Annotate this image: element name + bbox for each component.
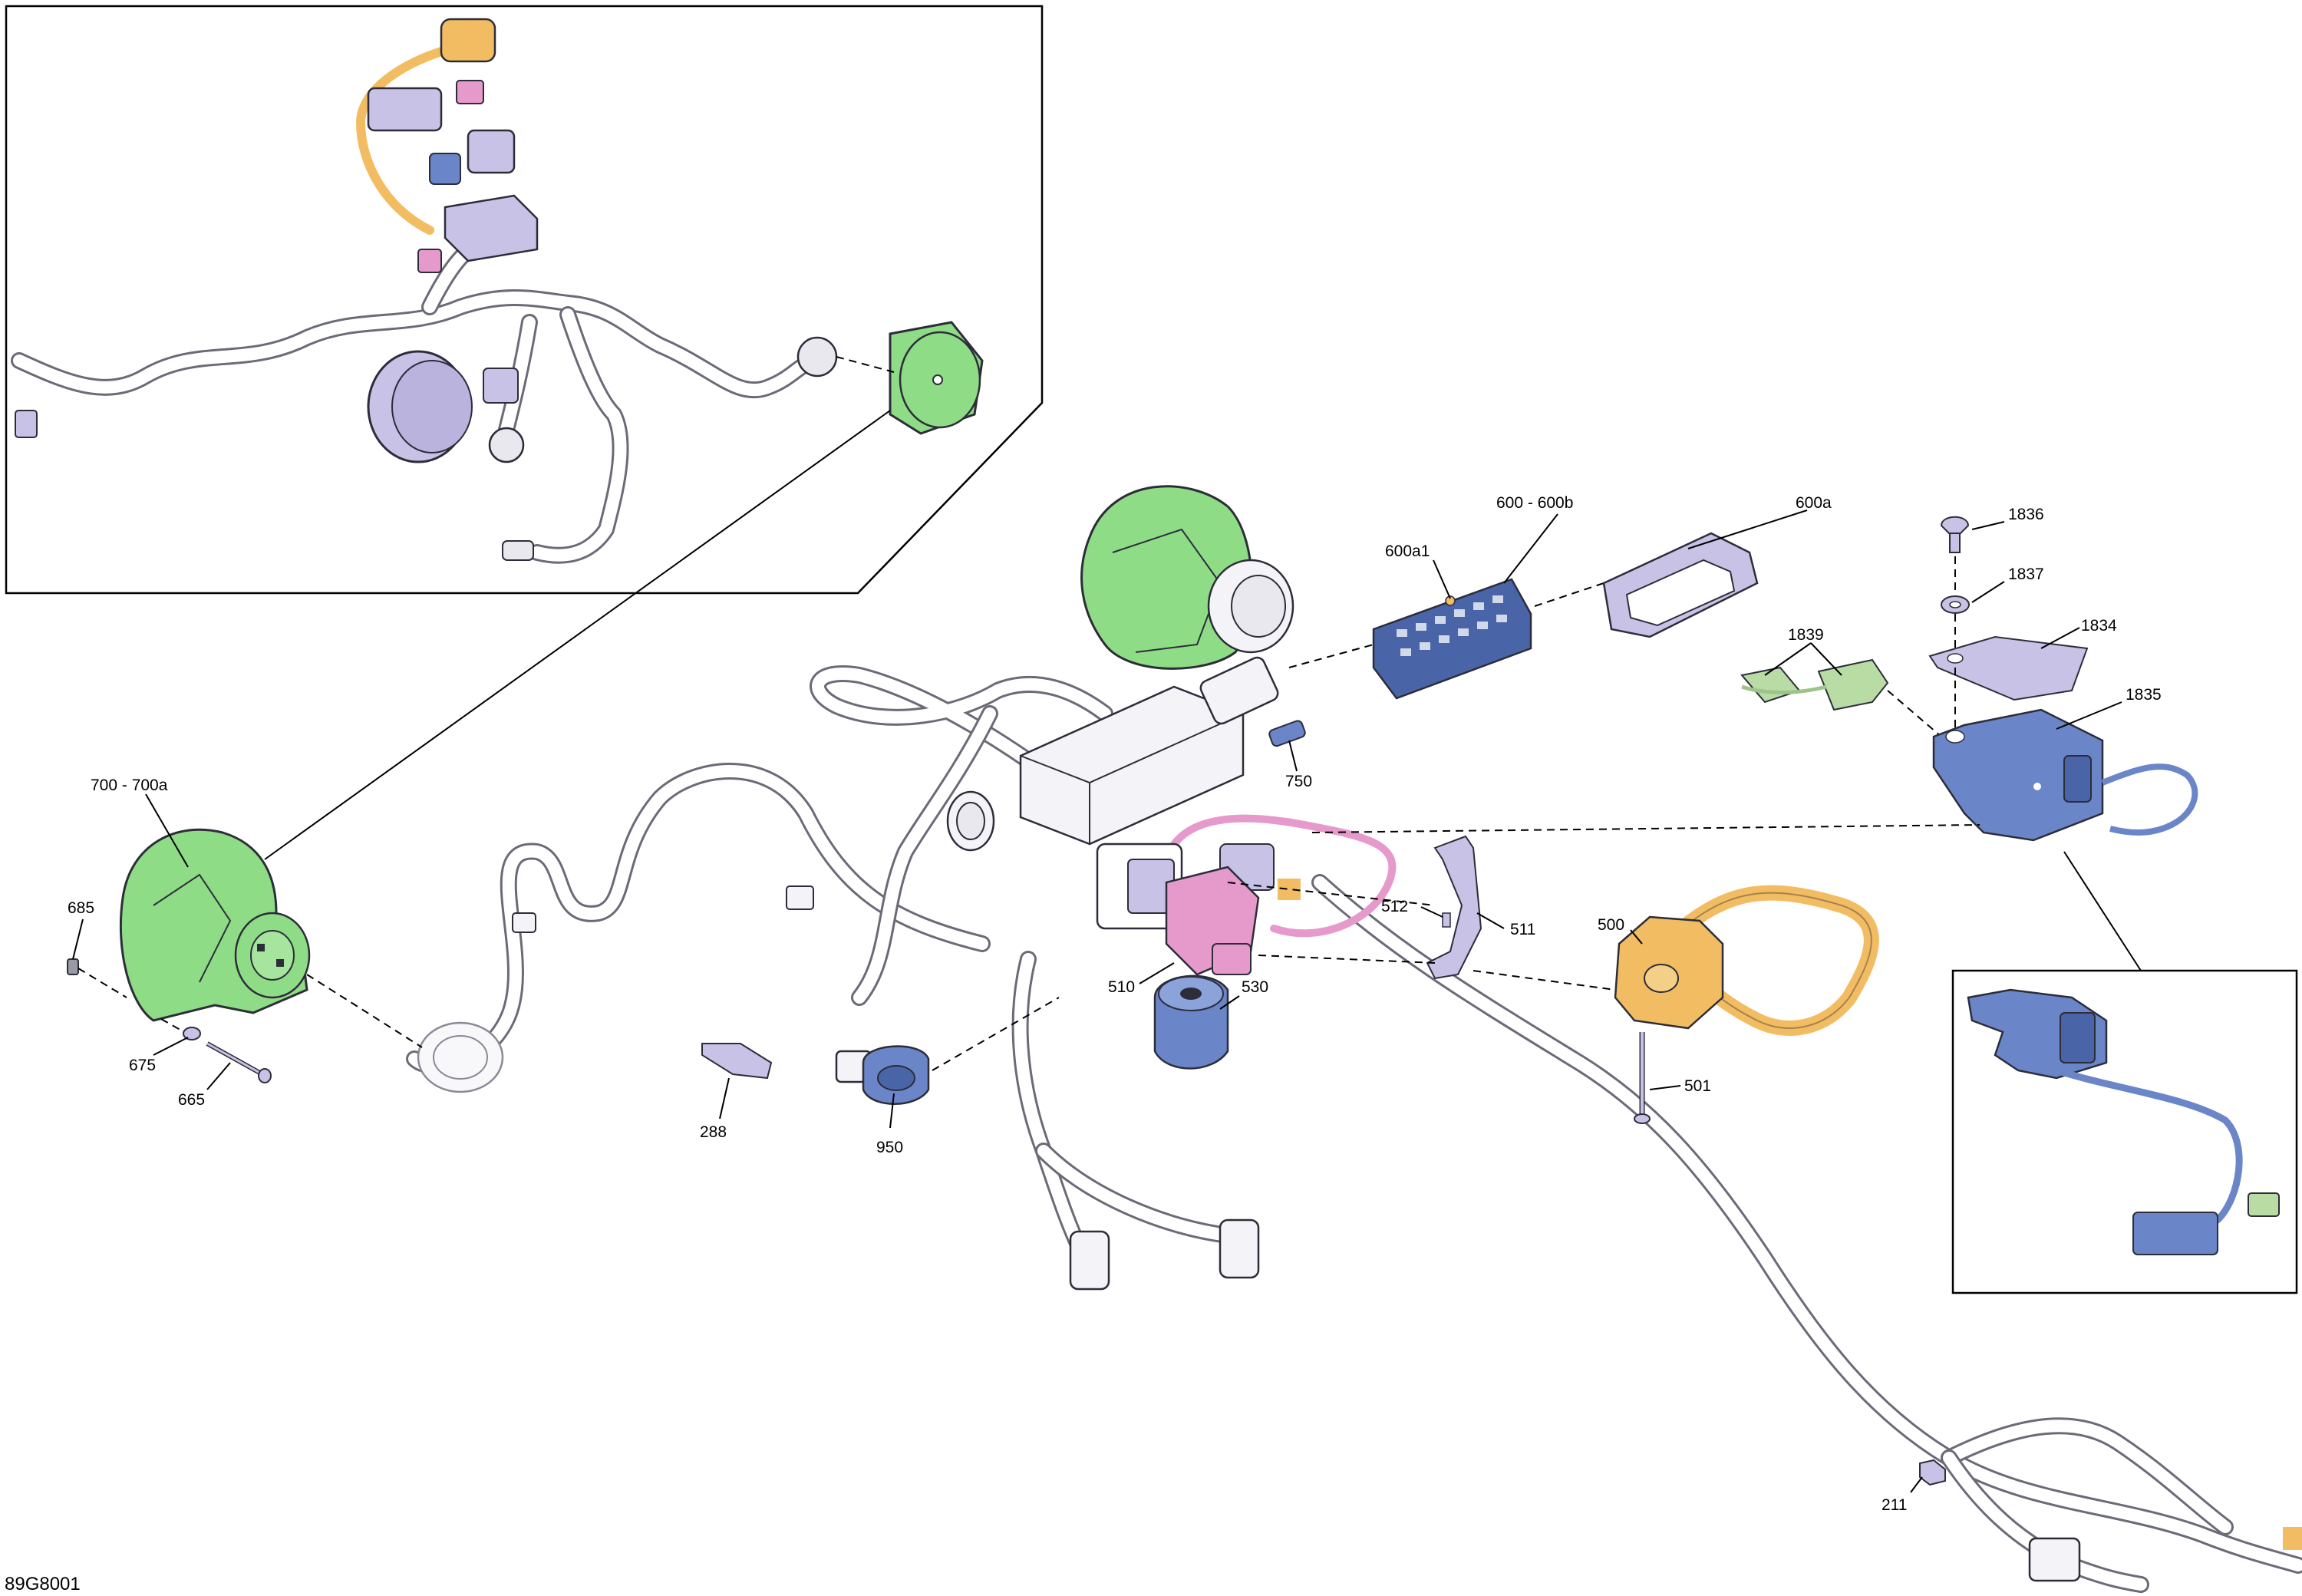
callout-600: 600 - 600b xyxy=(1496,494,1573,512)
callout-665: 665 xyxy=(178,1091,205,1109)
callout-1834: 1834 xyxy=(2081,617,2117,635)
callout-950: 950 xyxy=(876,1139,903,1156)
relay-1839 xyxy=(1740,658,1889,711)
screw-1836 xyxy=(1940,516,1970,553)
main-wiring-harness xyxy=(406,656,2302,1593)
callout-1839: 1839 xyxy=(1788,626,1824,644)
callout-500: 500 xyxy=(1598,916,1624,934)
clip-288 xyxy=(701,1043,773,1080)
inset-ecu-box xyxy=(444,194,539,262)
callout-labels: 700 - 700a 685 675 665 288 950 750 510 5… xyxy=(5,494,2162,1594)
inset-orange-wire xyxy=(355,41,465,235)
callout-700: 700 - 700a xyxy=(91,777,168,794)
callout-288: 288 xyxy=(700,1123,727,1141)
washer-675 xyxy=(183,1027,201,1040)
ecu-module xyxy=(1019,685,1245,846)
callout-510: 510 xyxy=(1108,978,1135,996)
callout-512: 512 xyxy=(1381,898,1408,915)
connector-600 xyxy=(1372,578,1532,700)
inset-overview xyxy=(5,5,1044,595)
clip-211 xyxy=(1919,1459,1946,1486)
headlamp-upper xyxy=(1080,485,1294,670)
switch-housing-1835 xyxy=(1932,708,2198,842)
plate-1834 xyxy=(1928,635,2089,701)
round-socket xyxy=(946,790,995,852)
inset-switch-orange xyxy=(440,18,496,63)
callout-600a1: 600a1 xyxy=(1385,542,1430,560)
inset-frame xyxy=(5,5,1044,595)
callout-501: 501 xyxy=(1684,1077,1711,1095)
callout-675: 675 xyxy=(129,1057,156,1074)
inset-headlamp-left xyxy=(367,350,473,463)
inset-headlamp-green xyxy=(889,321,984,435)
callout-1835: 1835 xyxy=(2126,686,2162,704)
callout-600a: 600a xyxy=(1796,494,1832,512)
connector-510 xyxy=(1165,866,1260,976)
sensor-750 xyxy=(1268,720,1306,747)
ignition-switch-530 xyxy=(1153,974,1229,1070)
callout-530: 530 xyxy=(1242,978,1268,996)
washer-1837 xyxy=(1941,595,1970,614)
seal-600a xyxy=(1602,532,1759,638)
callout-1836: 1836 xyxy=(2008,506,2044,523)
power-socket-950 xyxy=(862,1045,930,1105)
headlamp-bulb xyxy=(417,1021,504,1093)
screw-512 xyxy=(1442,912,1451,928)
headlamp-700 xyxy=(119,828,311,1022)
inset-to-headlamp-leader xyxy=(264,410,891,860)
pink-wire-loop xyxy=(1163,814,1397,938)
callout-211: 211 xyxy=(1882,1496,1907,1514)
bolt-501 xyxy=(1634,1032,1651,1124)
bracket-511 xyxy=(1426,835,1482,980)
callout-1837: 1837 xyxy=(2008,566,2044,583)
screw-685 xyxy=(67,958,79,975)
callout-511: 511 xyxy=(1510,921,1535,938)
figure-reference-code: 89G8001 xyxy=(5,1574,81,1594)
leader-lines xyxy=(72,509,2122,1493)
inset-switch-frame xyxy=(1951,969,2298,1294)
connector-cluster xyxy=(1096,843,1301,930)
callout-685: 685 xyxy=(68,899,94,917)
callout-750: 750 xyxy=(1285,773,1312,790)
bolt-665 xyxy=(206,1041,272,1083)
switch-500 xyxy=(1614,885,1879,1036)
inset-switch-detail xyxy=(1951,969,2298,1294)
